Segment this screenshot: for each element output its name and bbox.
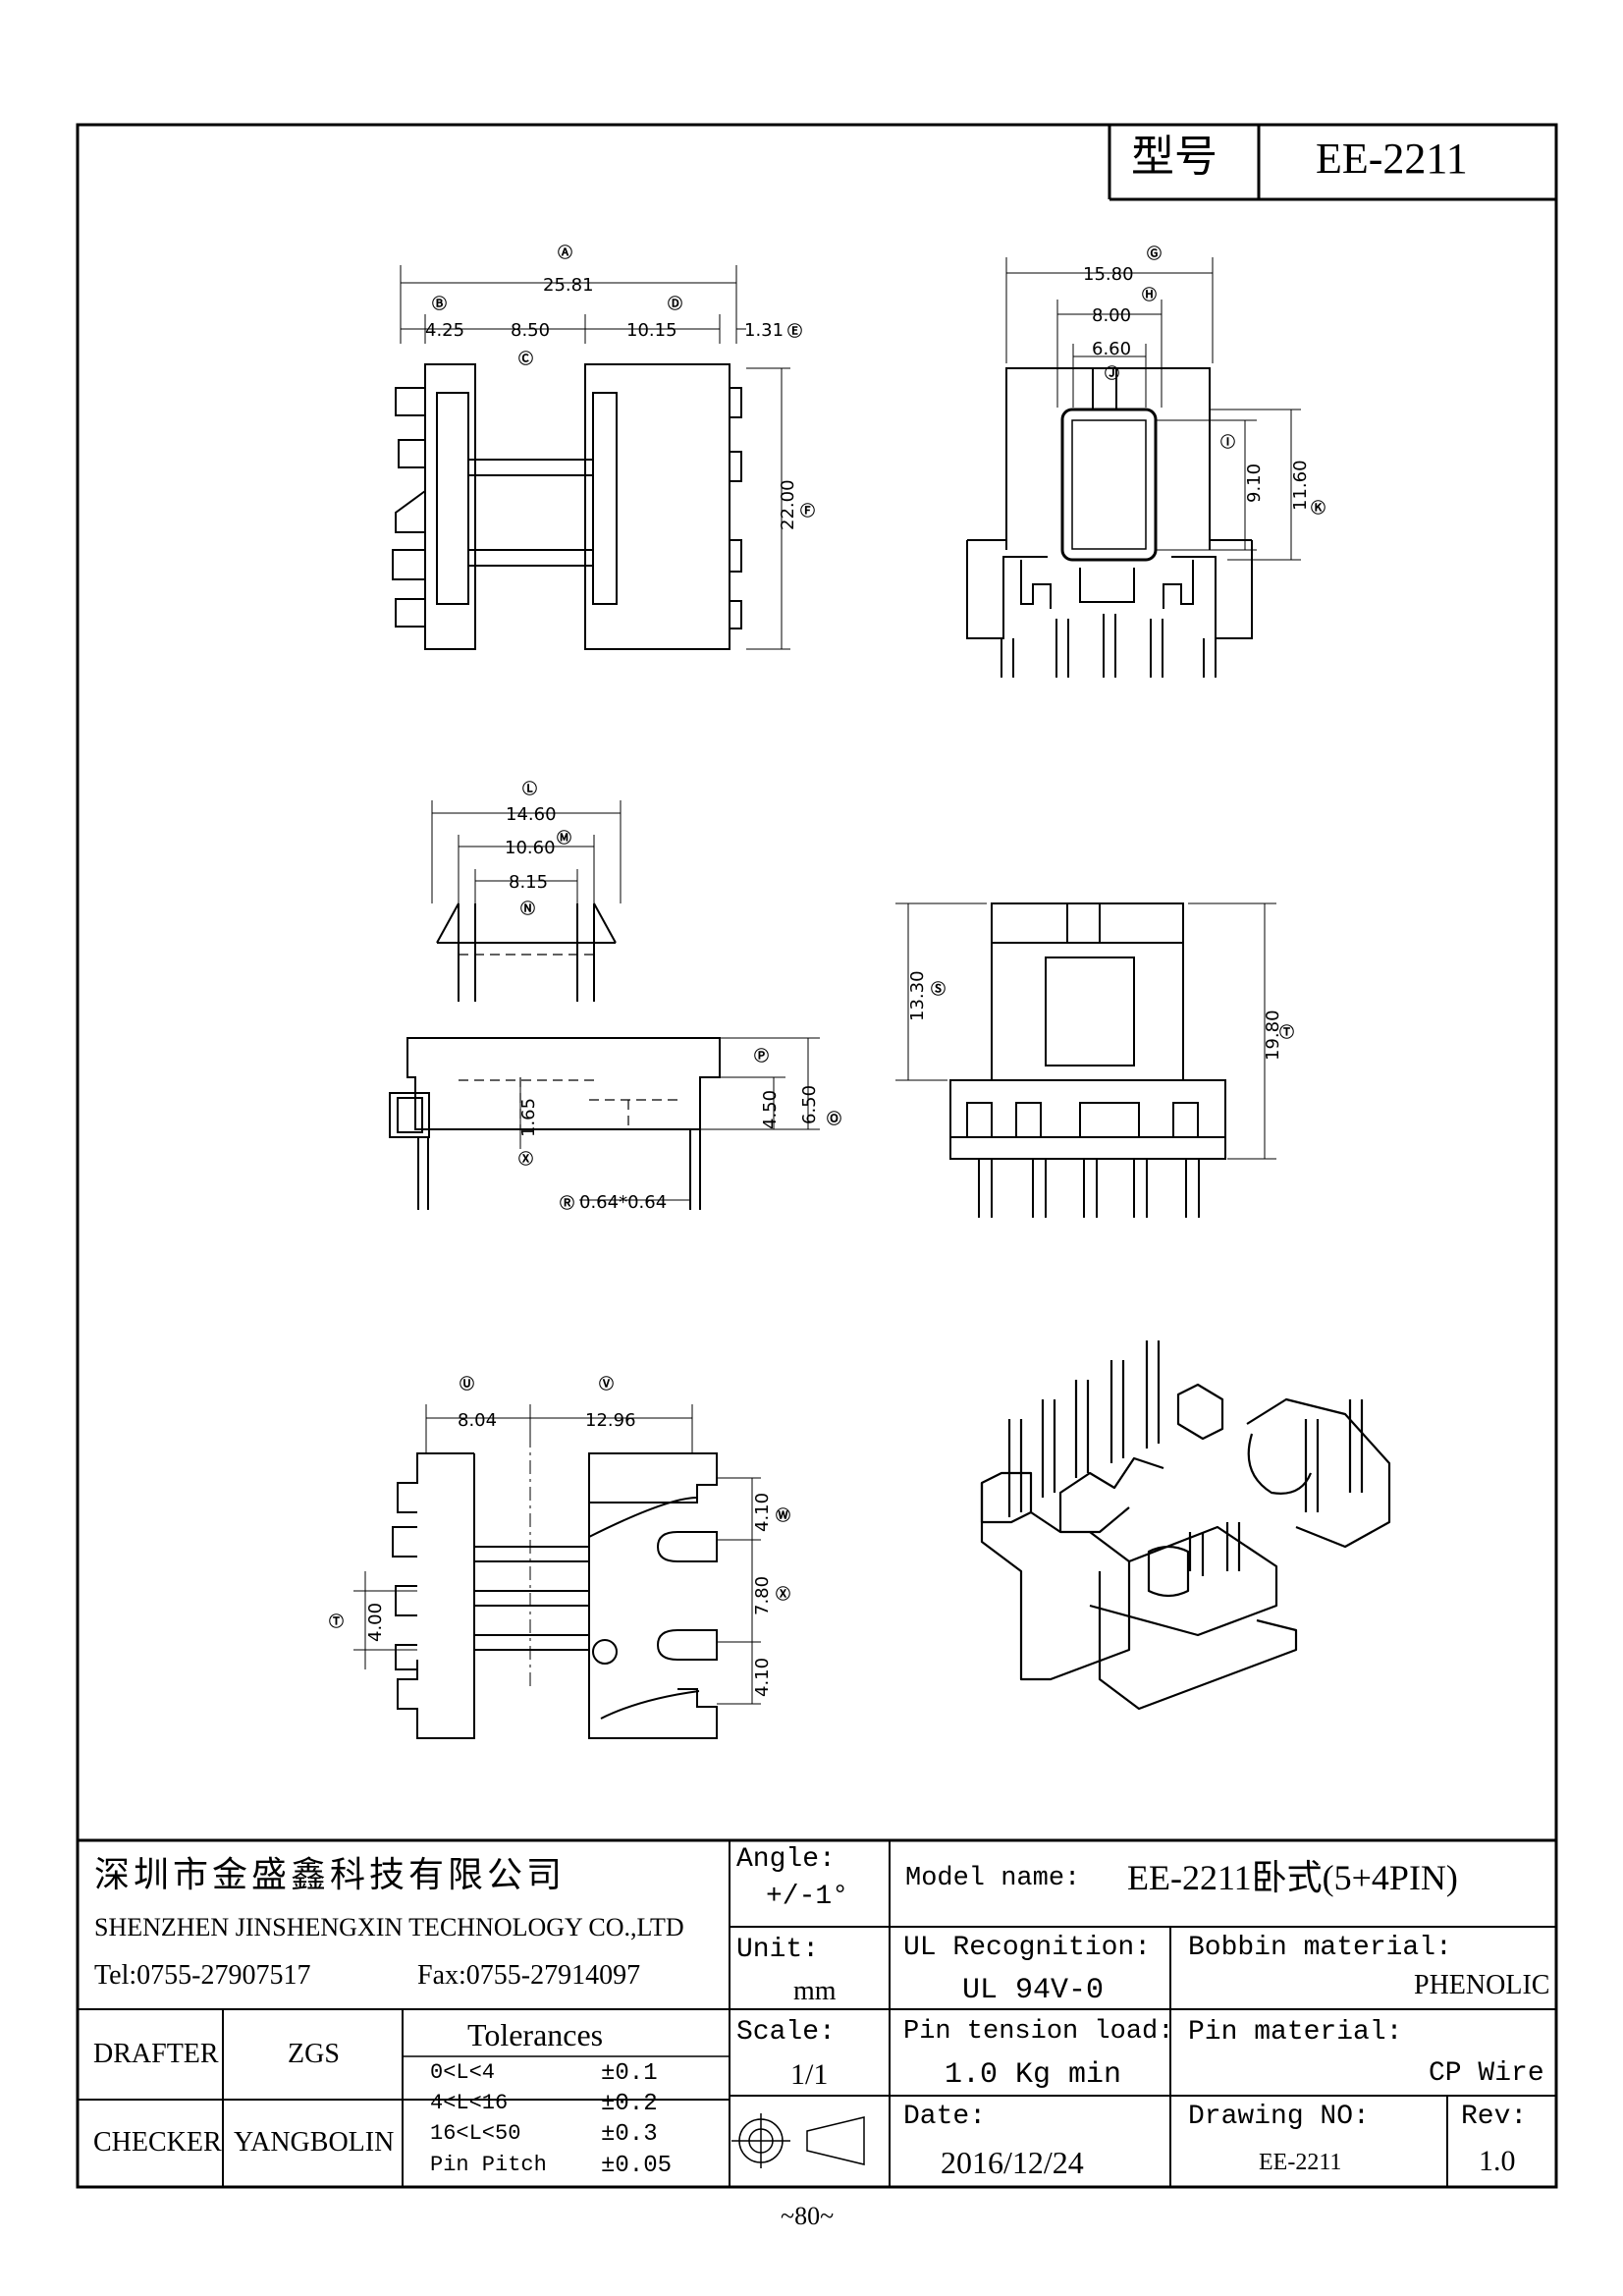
- rev-label: Rev:: [1461, 2102, 1528, 2132]
- drafter-value: ZGS: [288, 2039, 340, 2069]
- dim-marker-x2: Ⓧ: [776, 1585, 790, 1603]
- dim-t: 19.80: [1263, 1010, 1283, 1061]
- dim-marker-t2: Ⓣ: [329, 1613, 344, 1630]
- company-tel: Tel:0755-27907517: [94, 1960, 311, 1991]
- dim-marker-x1: Ⓧ: [518, 1150, 533, 1168]
- model-name-label: Model name:: [905, 1864, 1081, 1893]
- dim-t2: 4.00: [365, 1603, 386, 1642]
- bobbin-label: Bobbin material:: [1188, 1933, 1452, 1963]
- pin-tension-label: Pin tension load:: [903, 2017, 1174, 2047]
- dim-marker-s: Ⓢ: [931, 980, 946, 998]
- dim-marker-g: Ⓖ: [1147, 245, 1162, 262]
- dim-e: 1.31: [744, 320, 784, 341]
- dim-marker-j: Ⓙ: [1105, 364, 1119, 382]
- checker-label: CHECKER: [93, 2127, 222, 2158]
- dim-marker-k: Ⓚ: [1311, 499, 1325, 517]
- tolerance-value: ±0.1: [601, 2060, 658, 2087]
- drawing-no-value: EE-2211: [1259, 2150, 1342, 2175]
- dim-o: 6.50: [799, 1085, 820, 1124]
- pin-material-value: CP Wire: [1429, 2058, 1544, 2089]
- dim-marker-c: Ⓒ: [518, 350, 533, 367]
- dim-w2: 4.10: [752, 1658, 773, 1697]
- model-name-value: EE-2211卧式(5+4PIN): [1127, 1858, 1458, 1897]
- dim-marker-w: Ⓦ: [776, 1506, 790, 1524]
- dim-r: 0.64*0.64: [579, 1192, 667, 1213]
- checker-value: YANGBOLIN: [234, 2127, 395, 2158]
- dim-marker-p: Ⓟ: [754, 1047, 769, 1065]
- dim-marker-n: Ⓝ: [520, 900, 535, 917]
- dim-u: 8.04: [458, 1410, 497, 1431]
- rev-value: 1.0: [1479, 2145, 1516, 2177]
- dim-marker-d: Ⓓ: [668, 295, 682, 312]
- ul-value: UL 94V-0: [962, 1974, 1105, 2007]
- dim-marker-t: Ⓣ: [1279, 1023, 1294, 1041]
- tolerance-range: Pin Pitch: [430, 2153, 547, 2177]
- pin-tension-value: 1.0 Kg min: [945, 2058, 1122, 2092]
- company-fax: Fax:0755-27914097: [417, 1960, 641, 1991]
- tolerance-value: ±0.05: [601, 2153, 673, 2179]
- dim-marker-b: Ⓑ: [432, 295, 447, 312]
- bobbin-value: PHENOLIC: [1414, 1970, 1550, 2000]
- dim-v: 12.96: [585, 1410, 636, 1431]
- dim-marker-v: Ⓥ: [599, 1375, 614, 1393]
- dim-p: 4.50: [760, 1090, 781, 1129]
- dim-marker-u: Ⓤ: [460, 1375, 474, 1393]
- drafter-label: DRAFTER: [93, 2039, 219, 2069]
- dim-marker-i: Ⓘ: [1220, 433, 1235, 451]
- dim-j: 6.60: [1092, 339, 1131, 359]
- dim-a: 25.81: [543, 275, 594, 296]
- dim-f: 22.00: [778, 479, 798, 530]
- dim-n: 8.15: [509, 872, 548, 893]
- angle-label: Angle:: [736, 1844, 836, 1875]
- dim-h: 8.00: [1092, 305, 1131, 326]
- dim-marker-r: Ⓡ: [560, 1194, 574, 1212]
- dim-marker-e: Ⓔ: [787, 322, 802, 340]
- tolerance-value: ±0.3: [601, 2121, 658, 2148]
- unit-label: Unit:: [736, 1935, 820, 1965]
- tolerance-value: ±0.2: [601, 2091, 658, 2117]
- dim-b: 4.25: [425, 320, 464, 341]
- scale-label: Scale:: [736, 2017, 836, 2048]
- dim-marker-a: Ⓐ: [558, 244, 572, 261]
- dim-marker-h: Ⓗ: [1142, 286, 1157, 303]
- dim-marker-f: Ⓕ: [800, 502, 815, 519]
- dim-x2: 7.80: [752, 1576, 773, 1615]
- scale-value: 1/1: [790, 2058, 829, 2091]
- dim-k: 11.60: [1290, 460, 1311, 511]
- dim-marker-m: Ⓜ: [557, 829, 571, 847]
- dim-marker-o: Ⓞ: [827, 1110, 841, 1127]
- dim-x1: 1.65: [518, 1098, 539, 1137]
- tolerance-range: 4<L<16: [430, 2091, 509, 2115]
- model-value: EE-2211: [1316, 135, 1468, 183]
- model-label: 型号: [1131, 132, 1217, 182]
- drawing-no-label: Drawing NO:: [1188, 2102, 1370, 2132]
- dim-g: 15.80: [1083, 264, 1134, 285]
- company-name-cn: 深圳市金盛鑫科技有限公司: [94, 1855, 567, 1895]
- angle-value: +/-1°: [766, 1882, 849, 1912]
- dim-c: 8.50: [511, 320, 550, 341]
- tolerance-range: 16<L<50: [430, 2121, 521, 2146]
- date-label: Date:: [903, 2102, 987, 2132]
- page-number: ~80~: [781, 2202, 835, 2230]
- tolerances-label: Tolerances: [467, 2017, 604, 2052]
- tolerance-range: 0<L<4: [430, 2060, 496, 2085]
- date-value: 2016/12/24: [941, 2145, 1084, 2180]
- ul-label: UL Recognition:: [903, 1933, 1152, 1963]
- dim-m: 10.60: [505, 838, 556, 858]
- dim-w: 4.10: [752, 1493, 773, 1532]
- dim-marker-l: Ⓛ: [522, 780, 537, 797]
- dim-i: 9.10: [1244, 464, 1265, 503]
- unit-value: mm: [793, 1976, 837, 2006]
- pin-material-label: Pin material:: [1188, 2017, 1403, 2048]
- dim-s: 13.30: [907, 970, 928, 1021]
- company-name-en: SHENZHEN JINSHENGXIN TECHNOLOGY CO.,LTD: [94, 1913, 684, 1941]
- dim-l: 14.60: [506, 804, 557, 825]
- dim-d: 10.15: [626, 320, 677, 341]
